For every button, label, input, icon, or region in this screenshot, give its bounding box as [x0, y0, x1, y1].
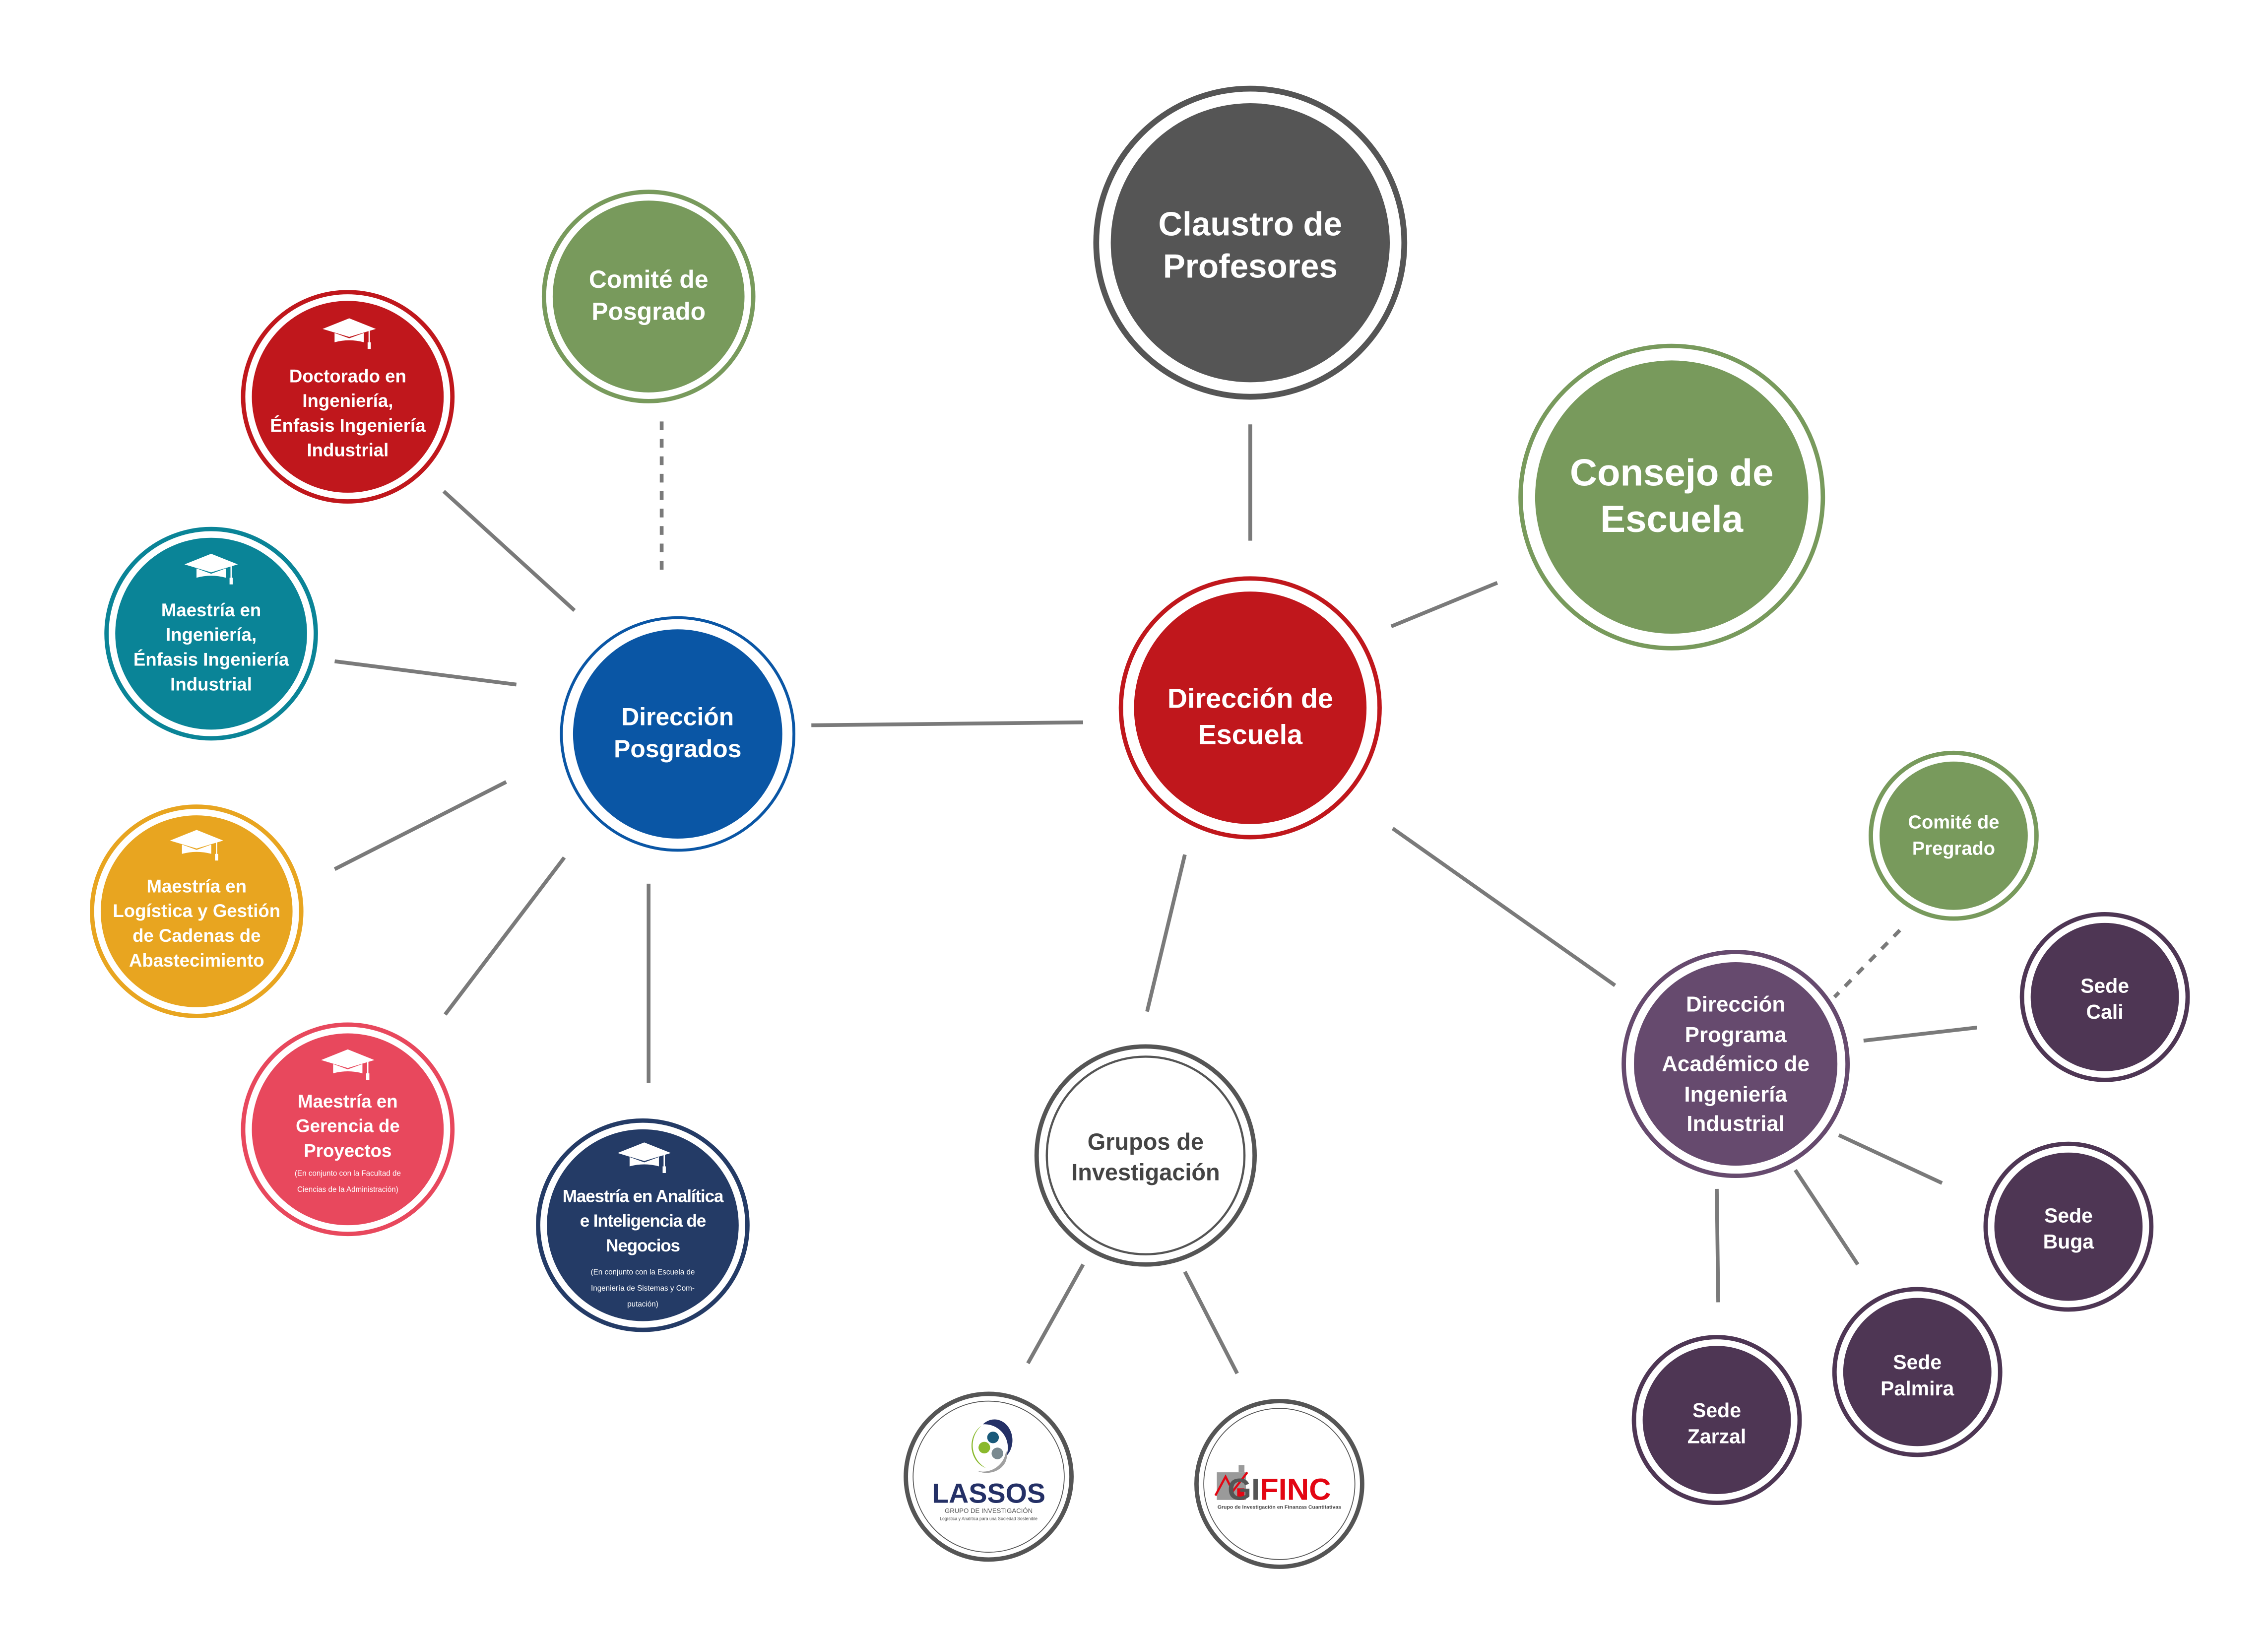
connector-doctorado [442, 490, 576, 612]
svg-text:GRUPO DE INVESTIGACIÓN: GRUPO DE INVESTIGACIÓN [945, 1507, 1033, 1514]
connector-sede-cali [1863, 1026, 1977, 1043]
lassos-logo-icon [971, 1419, 1013, 1473]
connectors [333, 421, 1977, 1375]
svg-text:GIFINC: GIFINC [1228, 1473, 1331, 1507]
connector-consejo [1390, 581, 1498, 628]
gifinc-chart-icon [1214, 1465, 1248, 1500]
connector-maestria-logistica [333, 780, 507, 871]
connector-posgrados-escuela [811, 720, 1084, 727]
node-gifinc[interactable]: GIFINC Grupo de Investigación en Finanza… [1194, 1399, 1364, 1569]
svg-text:Grupo de Investigación en Fina: Grupo de Investigación en Finanzas Cuant… [1218, 1504, 1341, 1510]
connector-lassos [1026, 1263, 1085, 1365]
connector-maestria-ingenieria [334, 659, 517, 687]
connector-sede-palmira [1794, 1169, 1860, 1266]
connector-sede-zarzal [1715, 1188, 1720, 1303]
connector-comite-pregrado [1833, 928, 1901, 998]
svg-text:(En conjunto con la Facultad d: (En conjunto con la Facultad deCiencias … [295, 1170, 401, 1194]
svg-text:(En conjunto con la Escuela de: (En conjunto con la Escuela deIngeniería… [591, 1268, 695, 1309]
connector-grupos [1145, 854, 1187, 1012]
connector-gifinc [1183, 1271, 1239, 1375]
node-lassos[interactable]: LASSOS GRUPO DE INVESTIGACIÓN Logística … [904, 1391, 1074, 1562]
svg-text:LASSOS: LASSOS [932, 1478, 1045, 1509]
connector-sede-buga [1838, 1133, 1943, 1185]
connector-maestria-gerencia [444, 856, 566, 1016]
svg-text:Logística y Analítica para una: Logística y Analítica para una Sociedad … [940, 1516, 1037, 1521]
connector-programa [1391, 827, 1617, 987]
